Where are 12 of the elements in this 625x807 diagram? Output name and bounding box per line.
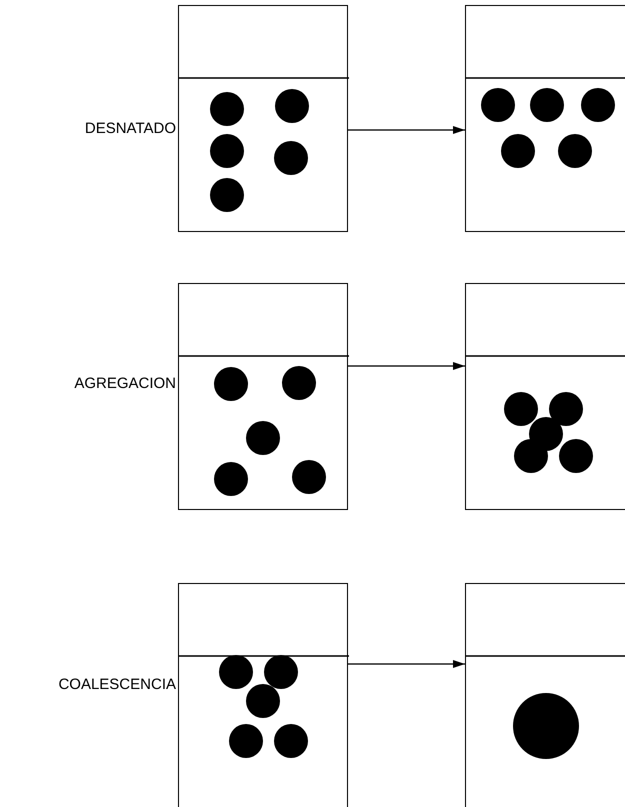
arrow [348,362,465,370]
container-drawing [178,5,348,232]
container-drawing [465,5,625,232]
container-drawing [465,283,625,510]
arrow [348,660,465,668]
container-drawing [465,583,625,807]
container-drawing [178,583,348,807]
arrow [348,126,465,134]
row-label: DESNATADO [84,120,176,137]
row-label: COALESCENCIA [58,676,176,693]
container-drawing [178,283,348,510]
row-label: AGREGACION [74,375,176,392]
